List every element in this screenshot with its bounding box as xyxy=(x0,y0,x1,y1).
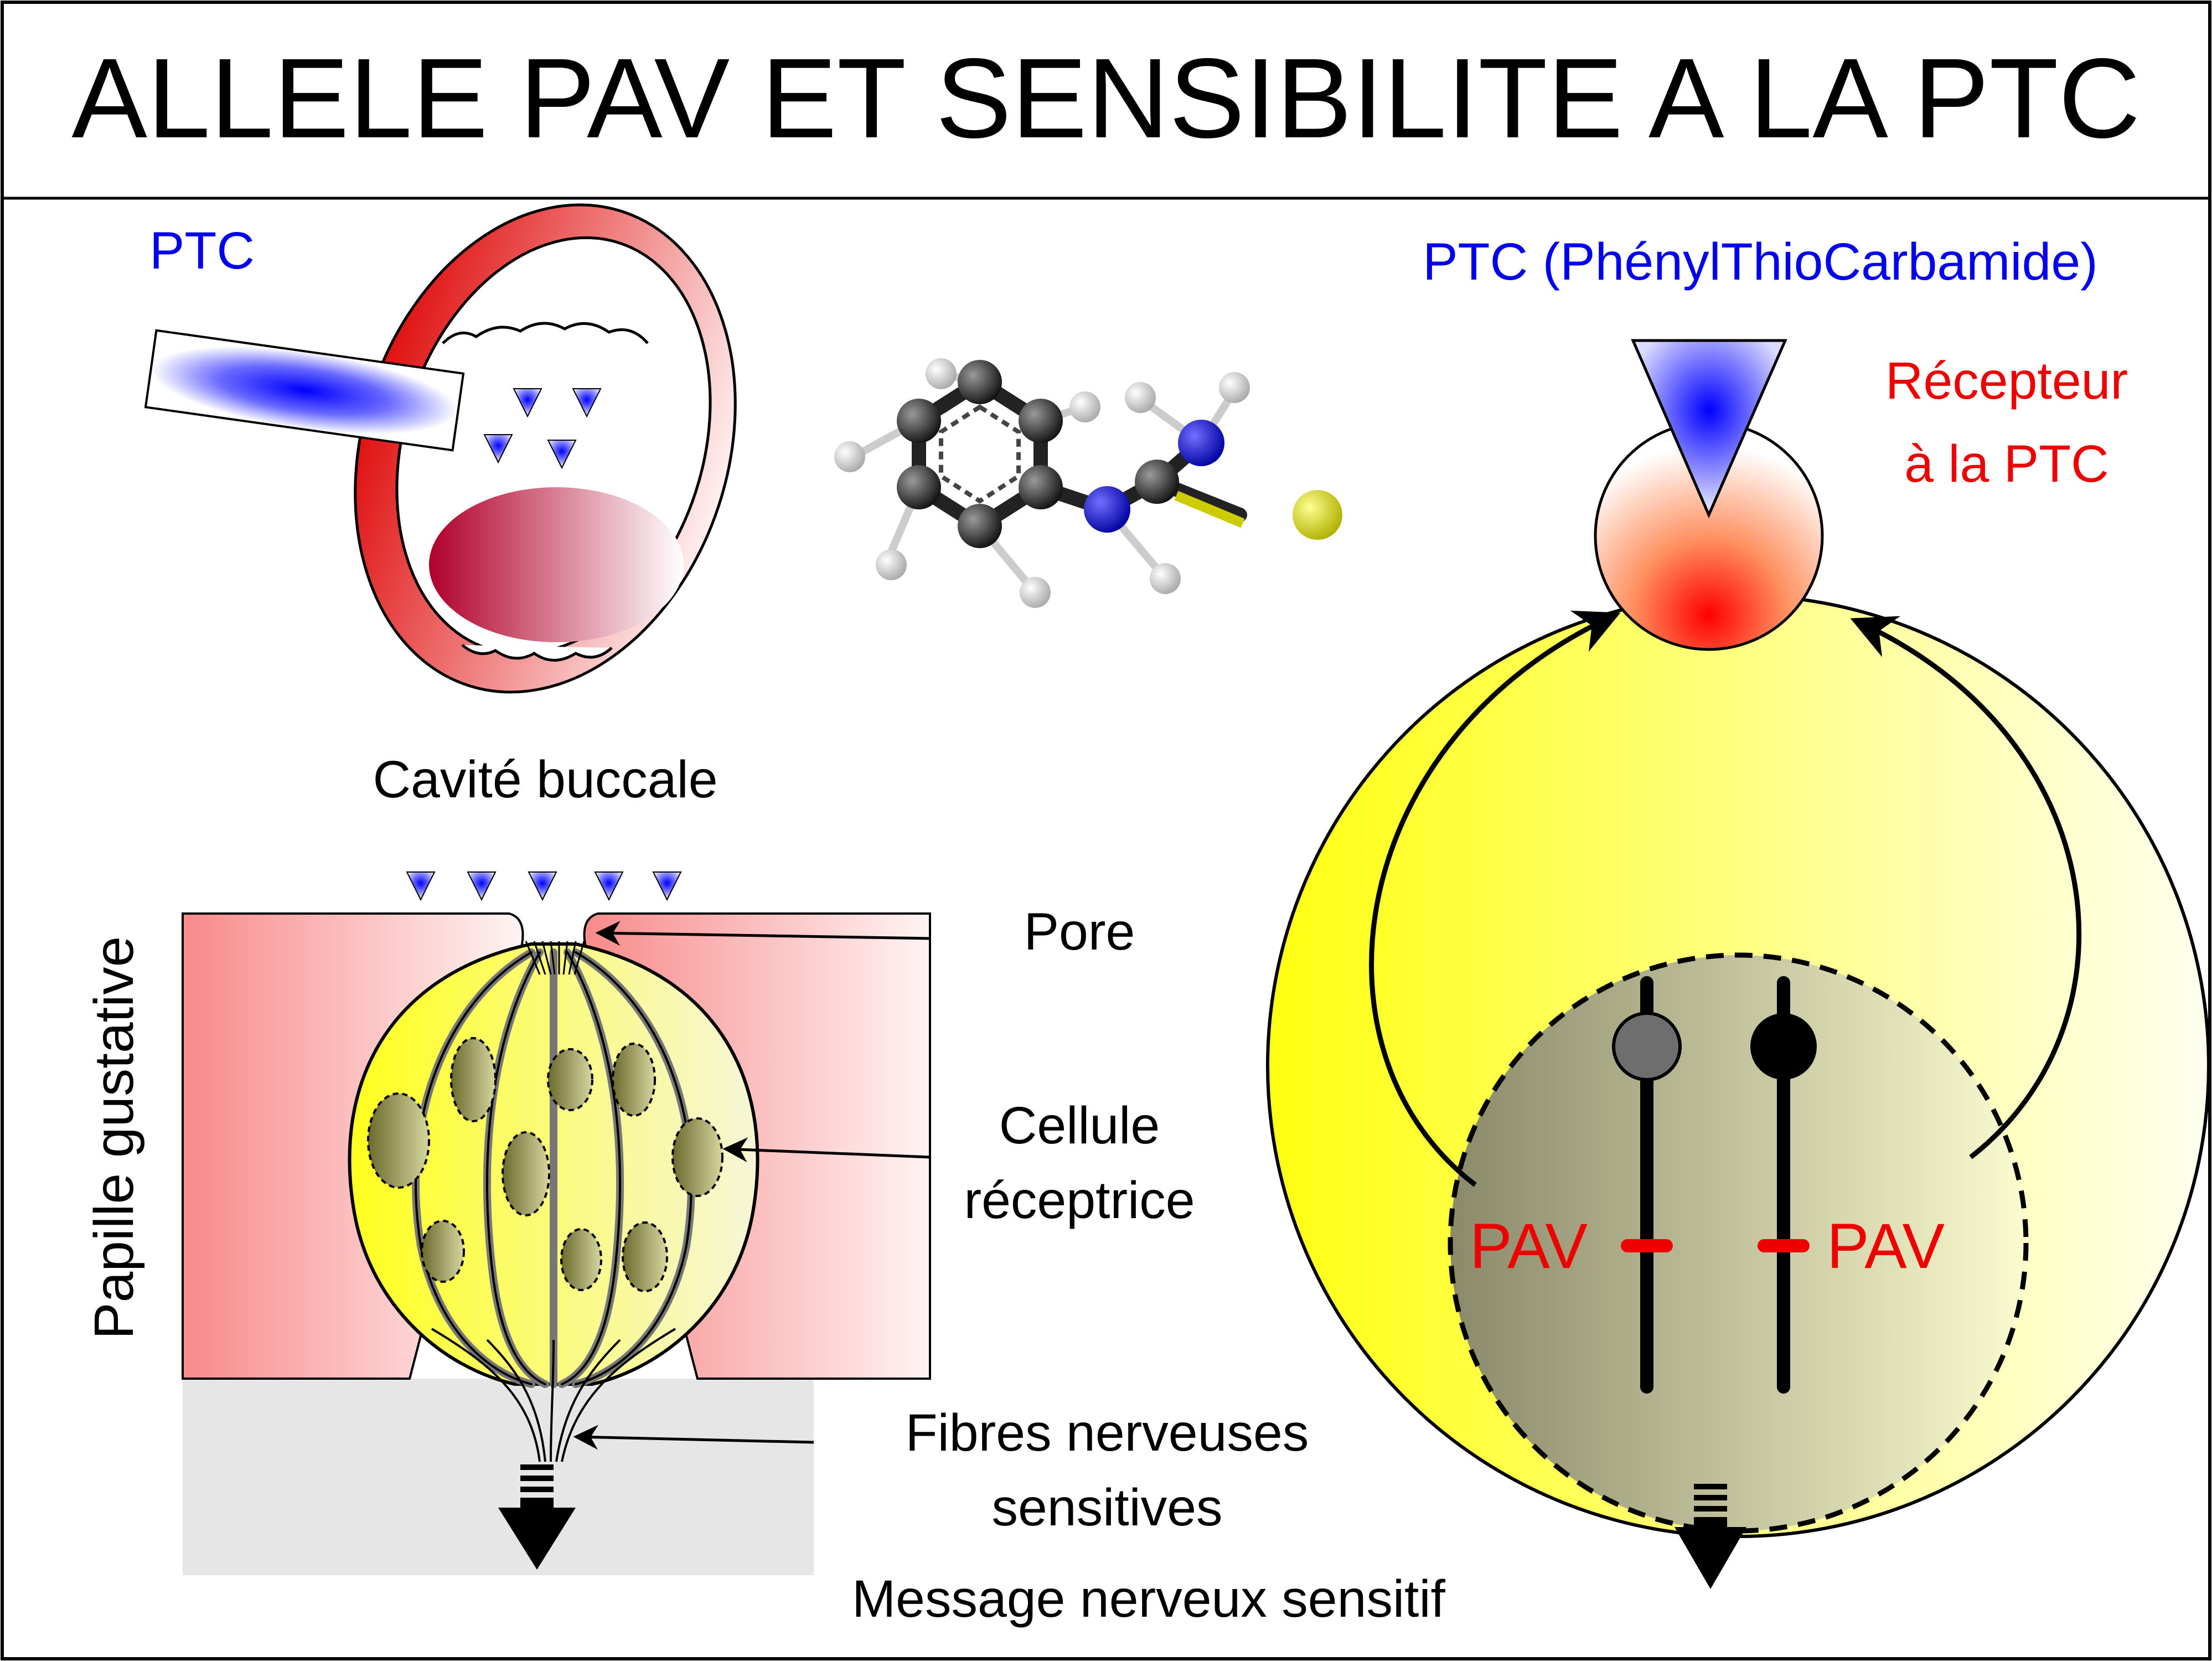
fibres-label-line2: sensitives xyxy=(991,1478,1222,1537)
upper-teeth xyxy=(442,322,649,344)
ptc-molecule-triangle xyxy=(513,388,542,418)
tongue xyxy=(429,487,684,642)
expression-arrow-right xyxy=(1850,616,2082,1159)
ptc-bound-triangle xyxy=(1631,339,1787,519)
allele-label-right: PAV xyxy=(1827,1211,1945,1282)
mouth-illustration xyxy=(144,203,737,694)
cell-pointer xyxy=(722,1137,931,1163)
message-label: Message nerveux sensitif xyxy=(852,1570,1446,1628)
ptc-molecule-triangle xyxy=(528,871,557,901)
centromere-left xyxy=(1612,1012,1682,1081)
cell-label-line2: réceptrice xyxy=(964,1171,1195,1230)
allele-label-left: PAV xyxy=(1470,1211,1588,1282)
expression-arrow-left xyxy=(1369,610,1621,1187)
subepithelial-tissue xyxy=(183,1379,814,1575)
ptc-paper-strip xyxy=(144,329,465,452)
pore-label: Pore xyxy=(1024,902,1135,961)
centromere-right xyxy=(1750,1013,1817,1080)
ptc-molecule-triangle xyxy=(467,871,497,901)
nucleus xyxy=(1448,952,2029,1534)
ptc-molecule-triangle xyxy=(483,434,513,464)
pore-pointer xyxy=(595,921,931,946)
ptc-molecule-triangle xyxy=(572,388,602,418)
ptc-label: PTC xyxy=(149,221,255,280)
cell-signal-arrow xyxy=(1674,1484,1746,1589)
ptc-molecule-model xyxy=(834,358,1342,608)
molecule-title: PTC (PhénylThioCarbamide) xyxy=(1423,233,2098,291)
fibres-pointer xyxy=(573,1425,814,1450)
lower-teeth xyxy=(461,644,613,662)
ptc-molecule-triangle xyxy=(406,871,436,901)
ptc-molecule-triangle xyxy=(594,871,624,901)
receptor-label-line2: à la PTC xyxy=(1904,435,2109,493)
papilla-signal-arrow xyxy=(498,1464,576,1570)
ptc-molecule-triangle xyxy=(547,440,577,470)
papilla-vertical-label: Papille gustative xyxy=(83,936,145,1339)
receptor-cell xyxy=(1266,339,2210,1589)
fibres-label-line1: Fibres nerveuses xyxy=(906,1404,1309,1462)
receptor-label-line1: Récepteur xyxy=(1885,352,2128,410)
cell-label-line1: Cellule xyxy=(999,1096,1160,1155)
taste-papilla xyxy=(182,871,931,1575)
ptc-molecule-triangle xyxy=(652,871,682,901)
page-title: ALLELE PAV ET SENSIBILITE A LA PTC xyxy=(71,35,2140,162)
mouth-caption: Cavité buccale xyxy=(373,750,717,809)
